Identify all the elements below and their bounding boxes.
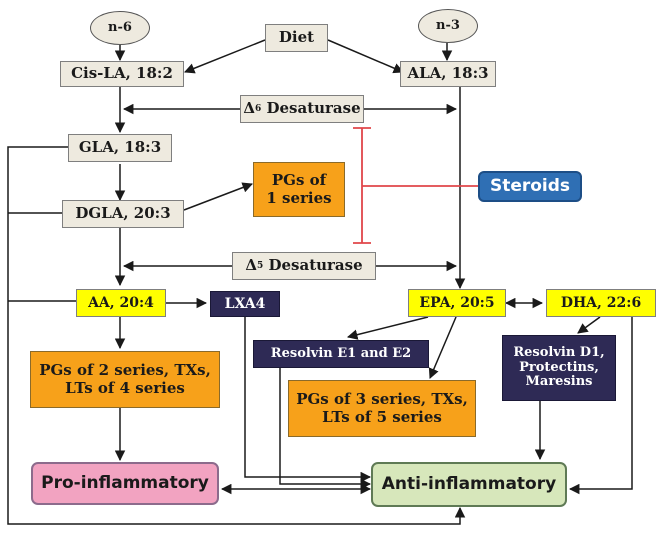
- arrow-dha-to-resolvin-d: [577, 316, 601, 334]
- diet-box: Diet: [265, 24, 328, 52]
- delta6-superscript: 6: [254, 103, 262, 114]
- pgs-3-series-line2: LTs of 5 series: [322, 407, 442, 426]
- arrow-dha-to-anti: [568, 317, 633, 495]
- pgs-1-series-line2: 1 series: [266, 188, 332, 207]
- pgs-1-series-box: PGs of 1 series: [253, 162, 345, 217]
- arrow-epa-to-pg3: [428, 316, 457, 379]
- feedback-line-left: [7, 146, 466, 525]
- pgs-3-series-line1: PGs of 3 series, TXs,: [296, 390, 468, 409]
- cis-la-box: Cis-LA, 18:2: [60, 61, 184, 87]
- resolvin-d-line2: Protectins,: [519, 359, 599, 375]
- resolvin-d-line1: Resolvin D1,: [513, 344, 605, 360]
- pgs-1-series-line1: PGs of: [271, 171, 327, 190]
- n6-circle: n-6: [90, 11, 150, 45]
- pgs-2-series-line2: LTs of 4 series: [65, 378, 185, 397]
- arrow-dgla-to-pg1: [183, 182, 253, 211]
- steroids-button: Steroids: [478, 171, 582, 202]
- n3-circle: n-3: [418, 9, 478, 43]
- pgs-2-series-box: PGs of 2 series, TXs, LTs of 4 series: [30, 351, 220, 408]
- resolvin-e-box: Resolvin E1 and E2: [253, 340, 429, 368]
- resolvin-d-box: Resolvin D1, Protectins, Maresins: [502, 335, 616, 401]
- delta6-label: Desaturase: [261, 99, 361, 118]
- pgs-3-series-box: PGs of 3 series, TXs, LTs of 5 series: [288, 380, 476, 437]
- arrow-diet-to-cisla: [184, 39, 266, 74]
- epa-box: EPA, 20:5: [408, 289, 506, 317]
- delta5-symbol: Δ: [245, 256, 257, 275]
- dha-box: DHA, 22:6: [546, 289, 656, 317]
- arrow-epa-to-resolvin-e: [346, 316, 429, 340]
- gla-box: GLA, 18:3: [68, 134, 172, 162]
- delta5-label: Desaturase: [263, 256, 363, 275]
- ala-box: ALA, 18:3: [400, 61, 496, 87]
- delta5-superscript: 5: [256, 260, 264, 271]
- anti-inflammatory-box: Anti-inflammatory: [371, 462, 567, 507]
- pro-inflammatory-box: Pro-inflammatory: [31, 462, 219, 505]
- resolvin-d-line3: Maresins: [525, 374, 593, 390]
- pgs-2-series-line1: PGs of 2 series, TXs,: [39, 361, 211, 380]
- aa-box: AA, 20:4: [76, 289, 166, 317]
- delta6-symbol: Δ: [243, 99, 255, 118]
- lxa4-box: LXA4: [210, 291, 280, 317]
- arrow-lxa4-to-anti: [244, 317, 372, 483]
- dgla-box: DGLA, 20:3: [62, 200, 184, 228]
- arrow-diet-to-ala: [327, 39, 404, 74]
